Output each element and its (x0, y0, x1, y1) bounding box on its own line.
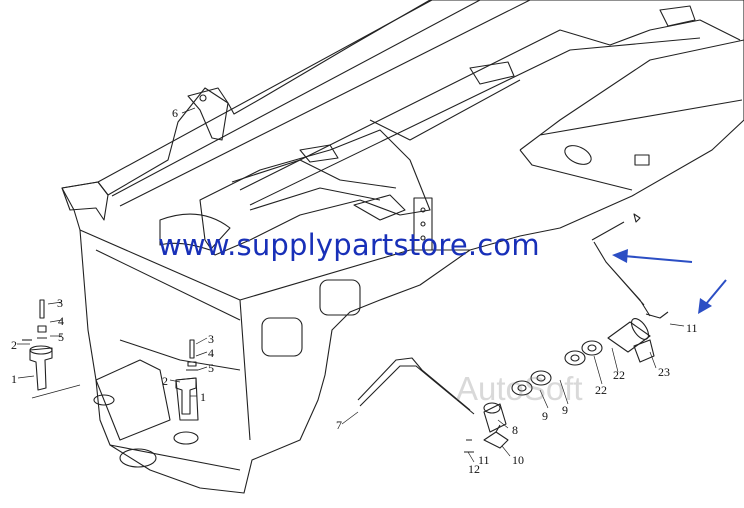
side-panel (519, 39, 744, 191)
window-cutout (261, 317, 303, 357)
crossmember (199, 129, 431, 256)
watermark-brand: AutoSoft (456, 370, 583, 407)
callout-label: 22 (595, 383, 607, 397)
bushing-8 (483, 403, 507, 433)
pivot-boss (173, 431, 199, 445)
callout-label: 3 (57, 296, 63, 310)
pin-1-right (175, 377, 197, 415)
callout-label: 12 (468, 462, 480, 476)
washer-9c (511, 380, 533, 396)
callout-label: 1 (200, 390, 206, 404)
slot-cutout (159, 213, 231, 251)
callout-label: 4 (208, 346, 214, 360)
pin-10 (483, 424, 509, 449)
bracket-6 (187, 87, 229, 141)
side-plate (413, 197, 433, 251)
blue-arrow-left (612, 249, 693, 263)
callout-label: 2 (11, 338, 17, 352)
callout-label: 8 (512, 423, 518, 437)
callout-label: 23 (658, 365, 670, 379)
callout-label: 3 (208, 332, 214, 346)
washer-9a (564, 350, 586, 366)
callout-label: 5 (58, 330, 64, 344)
callout-label: 1 (11, 372, 17, 386)
bracket-mid (353, 194, 406, 221)
callout-label: 5 (208, 361, 214, 375)
top-rail (97, 0, 531, 207)
callout-label: 4 (58, 314, 64, 328)
blue-arrow-down (698, 279, 727, 314)
callout-label: 6 (172, 106, 178, 120)
callout-label: 11 (686, 321, 698, 335)
bracket-top (61, 181, 109, 221)
cylinder-22 (607, 321, 651, 353)
callout-label: 2 (162, 374, 168, 388)
rod-11 (591, 221, 651, 317)
callout-label: 10 (512, 453, 524, 467)
lower-face (79, 229, 470, 471)
watermark-url: www.supplypartstore.com (158, 228, 540, 262)
washer-22 (581, 340, 603, 356)
callout-label: 9 (542, 409, 548, 423)
washer-9b (530, 370, 552, 386)
pivot-boss (119, 448, 157, 468)
longitudinal-member (239, 19, 741, 206)
callout-label: 9 (562, 403, 568, 417)
callout-label: 7 (336, 418, 342, 432)
callout-label: 11 (478, 453, 490, 467)
window-cutout (319, 279, 361, 316)
rod-7 (357, 357, 475, 415)
pivot-boss (93, 394, 115, 406)
callout-label: 22 (613, 368, 625, 382)
